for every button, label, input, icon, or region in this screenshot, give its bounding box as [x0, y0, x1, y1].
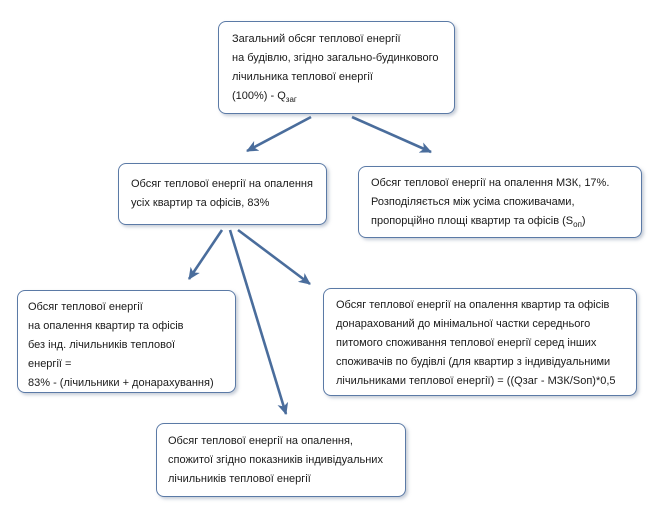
node-total-formula: (100%) - Qзаг [232, 87, 451, 106]
arrow-apartments-to-surcharged [237, 228, 311, 286]
node-apartments-offices-83: Обсяг теплової енергії на опалення усіх … [118, 163, 327, 225]
mzk-s-suffix: ) [581, 215, 586, 227]
node-individual-meters-consumption: Обсяг теплової енергії на опалення, спож… [156, 423, 406, 497]
node-without-individual-meters: Обсяг теплової енергії на опалення кварт… [17, 290, 236, 393]
mzk-s-subscript: оп [573, 220, 582, 230]
node-without-individual-meters-text: Обсяг теплової енергії на опалення кварт… [28, 301, 214, 389]
formula-q-prefix: (100%) - Q [232, 90, 286, 102]
mzk-s-prefix: пропорційно площі квартир та офісів (S [371, 215, 574, 227]
arrow-apartments-to-individual [228, 229, 289, 415]
node-surcharged-to-minimum-text: Обсяг теплової енергії на опалення кварт… [336, 299, 616, 387]
node-total-heat-energy: Загальний обсяг теплової енергії на буді… [218, 21, 455, 114]
node-mzk-text: Обсяг теплової енергії на опалення МЗК, … [371, 177, 610, 208]
node-surcharged-to-minimum: Обсяг теплової енергії на опалення кварт… [323, 288, 637, 396]
arrow-apartments-to-no-meters [187, 229, 224, 280]
node-mzk-last-line: пропорційно площі квартир та офісів (Sоп… [371, 212, 638, 231]
node-apartments-text: Обсяг теплової енергії на опалення усіх … [131, 178, 313, 209]
arrow-total-to-mzk [351, 115, 432, 154]
node-total-text: Загальний обсяг теплової енергії на буді… [232, 33, 439, 83]
node-individual-meters-consumption-text: Обсяг теплової енергії на опалення, спож… [168, 435, 383, 485]
formula-q-subscript: заг [285, 95, 297, 105]
arrow-total-to-apartments [246, 115, 312, 153]
node-mzk-17: Обсяг теплової енергії на опалення МЗК, … [358, 166, 642, 238]
